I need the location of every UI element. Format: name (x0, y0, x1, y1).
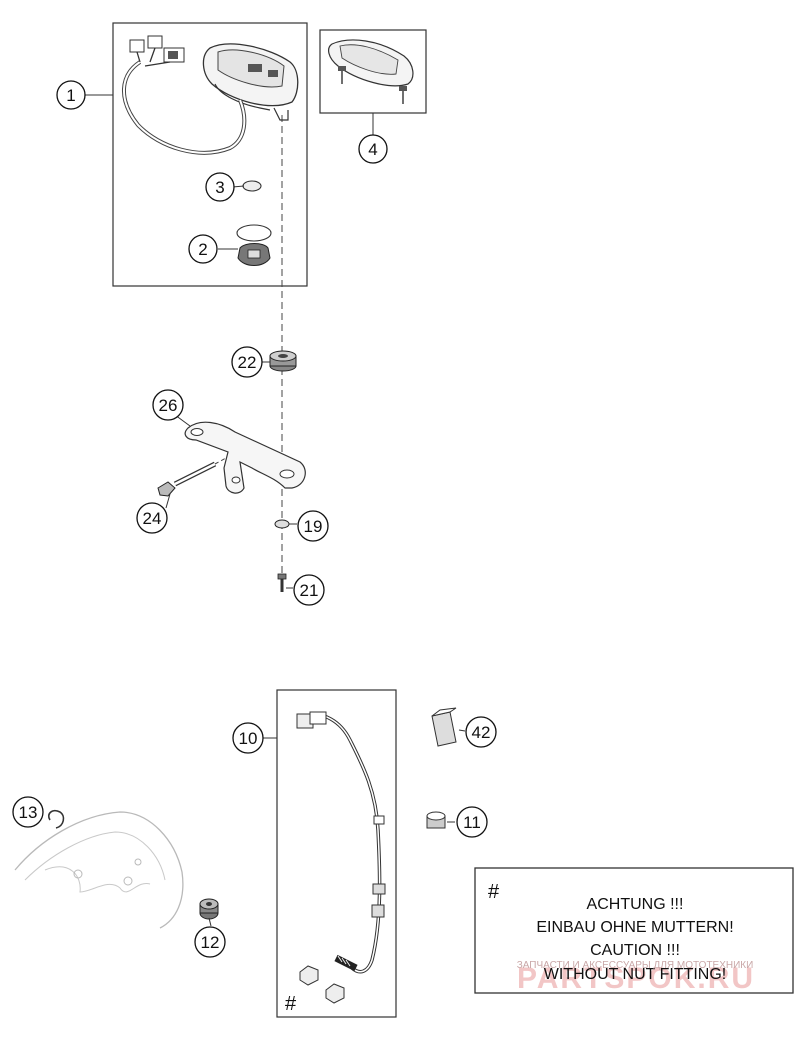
part-speedometer-cover (328, 39, 414, 104)
part-bolt-m6 (157, 457, 227, 497)
notice-box: # ACHTUNG !!! EINBAU OHNE MUTTERN! CAUTI… (474, 867, 794, 995)
part-lamp-socket (236, 224, 272, 266)
svg-text:2: 2 (198, 240, 207, 259)
callout-3: 3 (205, 172, 235, 202)
part-seal-ring (242, 180, 262, 192)
svg-text:19: 19 (304, 517, 323, 536)
callout-4: 4 (358, 134, 388, 164)
notice-line-1: ACHTUNG !!! (587, 896, 684, 913)
brake-disc-outline (14, 811, 184, 929)
callout-21: 21 (293, 574, 325, 606)
callout-22: 22 (231, 346, 263, 378)
part-rubber-grommet (269, 350, 297, 372)
hash-marker: # (285, 993, 297, 1015)
part-speedometer (122, 35, 299, 155)
callout-13: 13 (12, 796, 44, 828)
svg-text:1: 1 (66, 86, 75, 105)
part-cable-clamp (426, 811, 446, 829)
watermark-caption: ЗАПЧАСТИ И АКСЕССУАРЫ ДЛЯ МОТОТЕХНИКИ (517, 960, 754, 971)
svg-text:13: 13 (19, 803, 38, 822)
svg-text:10: 10 (239, 729, 258, 748)
callout-11: 11 (456, 806, 488, 838)
callout-12: 12 (194, 926, 226, 958)
svg-text:21: 21 (300, 581, 319, 600)
svg-text:4: 4 (368, 140, 377, 159)
part-holder-bracket (184, 421, 306, 494)
callout-26: 26 (152, 389, 184, 421)
notice-line-3: CAUTION !!! (590, 942, 680, 959)
svg-text:11: 11 (463, 813, 481, 832)
svg-text:22: 22 (238, 353, 257, 372)
callout-2: 2 (188, 234, 218, 264)
group-box-speedometer (112, 22, 308, 287)
part-nut (199, 898, 219, 920)
svg-text:24: 24 (143, 509, 162, 528)
callout-42: 42 (465, 716, 497, 748)
part-screw (277, 573, 287, 592)
part-retaining-ring (47, 809, 65, 829)
callout-10: 10 (232, 722, 264, 754)
part-washer (274, 519, 290, 529)
svg-text:12: 12 (201, 933, 220, 952)
watermark-brand: PARTSPOK.RU (517, 962, 755, 995)
notice-line-4: WITHOUT NUT FITTING! (544, 966, 727, 983)
notice-line-2: EINBAU OHNE MUTTERN! (536, 919, 733, 936)
group-box-sensor-cable (276, 689, 397, 1018)
part-cable-sleeve (431, 707, 457, 747)
notice-hash: # (488, 881, 500, 903)
callout-1: 1 (56, 80, 86, 110)
part-speed-sensor-cable (296, 711, 386, 1004)
svg-text:3: 3 (215, 178, 224, 197)
svg-text:26: 26 (159, 396, 178, 415)
callout-19: 19 (297, 510, 329, 542)
callout-24: 24 (136, 502, 168, 534)
svg-text:42: 42 (472, 723, 491, 742)
